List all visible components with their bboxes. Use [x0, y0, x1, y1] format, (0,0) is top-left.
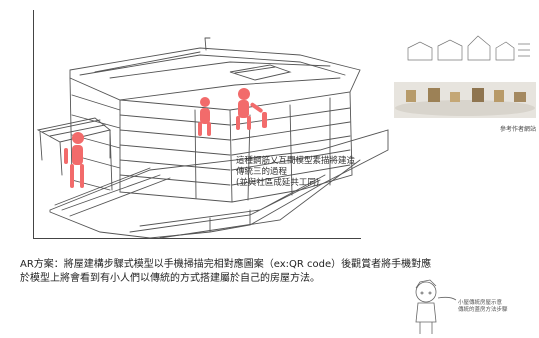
construction-caption: 這種鋼筋乂互間模型素描將建造 傳統三的過程 (並與社區成延共工同) [236, 156, 366, 189]
frame-bottom-line [33, 238, 361, 239]
mascot-note: 小屋傳統房屋示意 傳統的蓋房方法步驟 [458, 300, 508, 314]
worker-figures [64, 88, 267, 188]
caption-line-1: 這種鋼筋乂互間模型素描將建造 [236, 156, 356, 166]
mascot-note-line-1: 小屋傳統房屋示意 [458, 300, 503, 306]
ar-line-2: 於模型上將會看到有小人們以傳統的方式搭建屬於自己的房屋方法。 [20, 273, 320, 284]
reference-photo [394, 82, 536, 118]
photo-credit: 參考作者網站 [500, 126, 537, 133]
frame-left-line [33, 10, 34, 238]
caption-line-2: 傳統三的過程 [236, 167, 288, 177]
reference-sketches [407, 35, 530, 61]
ar-proposal-text: AR方案：將屋建構步驟式模型以手機掃描完相對應圖案（ex:QR code）後觀賞… [20, 258, 520, 286]
mascot-note-line-2: 傳統的蓋房方法步驟 [458, 307, 508, 313]
mascot-sketch [415, 279, 457, 334]
caption-line-3: (並與社區成延共工同) [236, 178, 320, 188]
ar-line-1: AR方案：將屋建構步驟式模型以手機掃描完相對應圖案（ex:QR code）後觀賞… [20, 259, 432, 270]
